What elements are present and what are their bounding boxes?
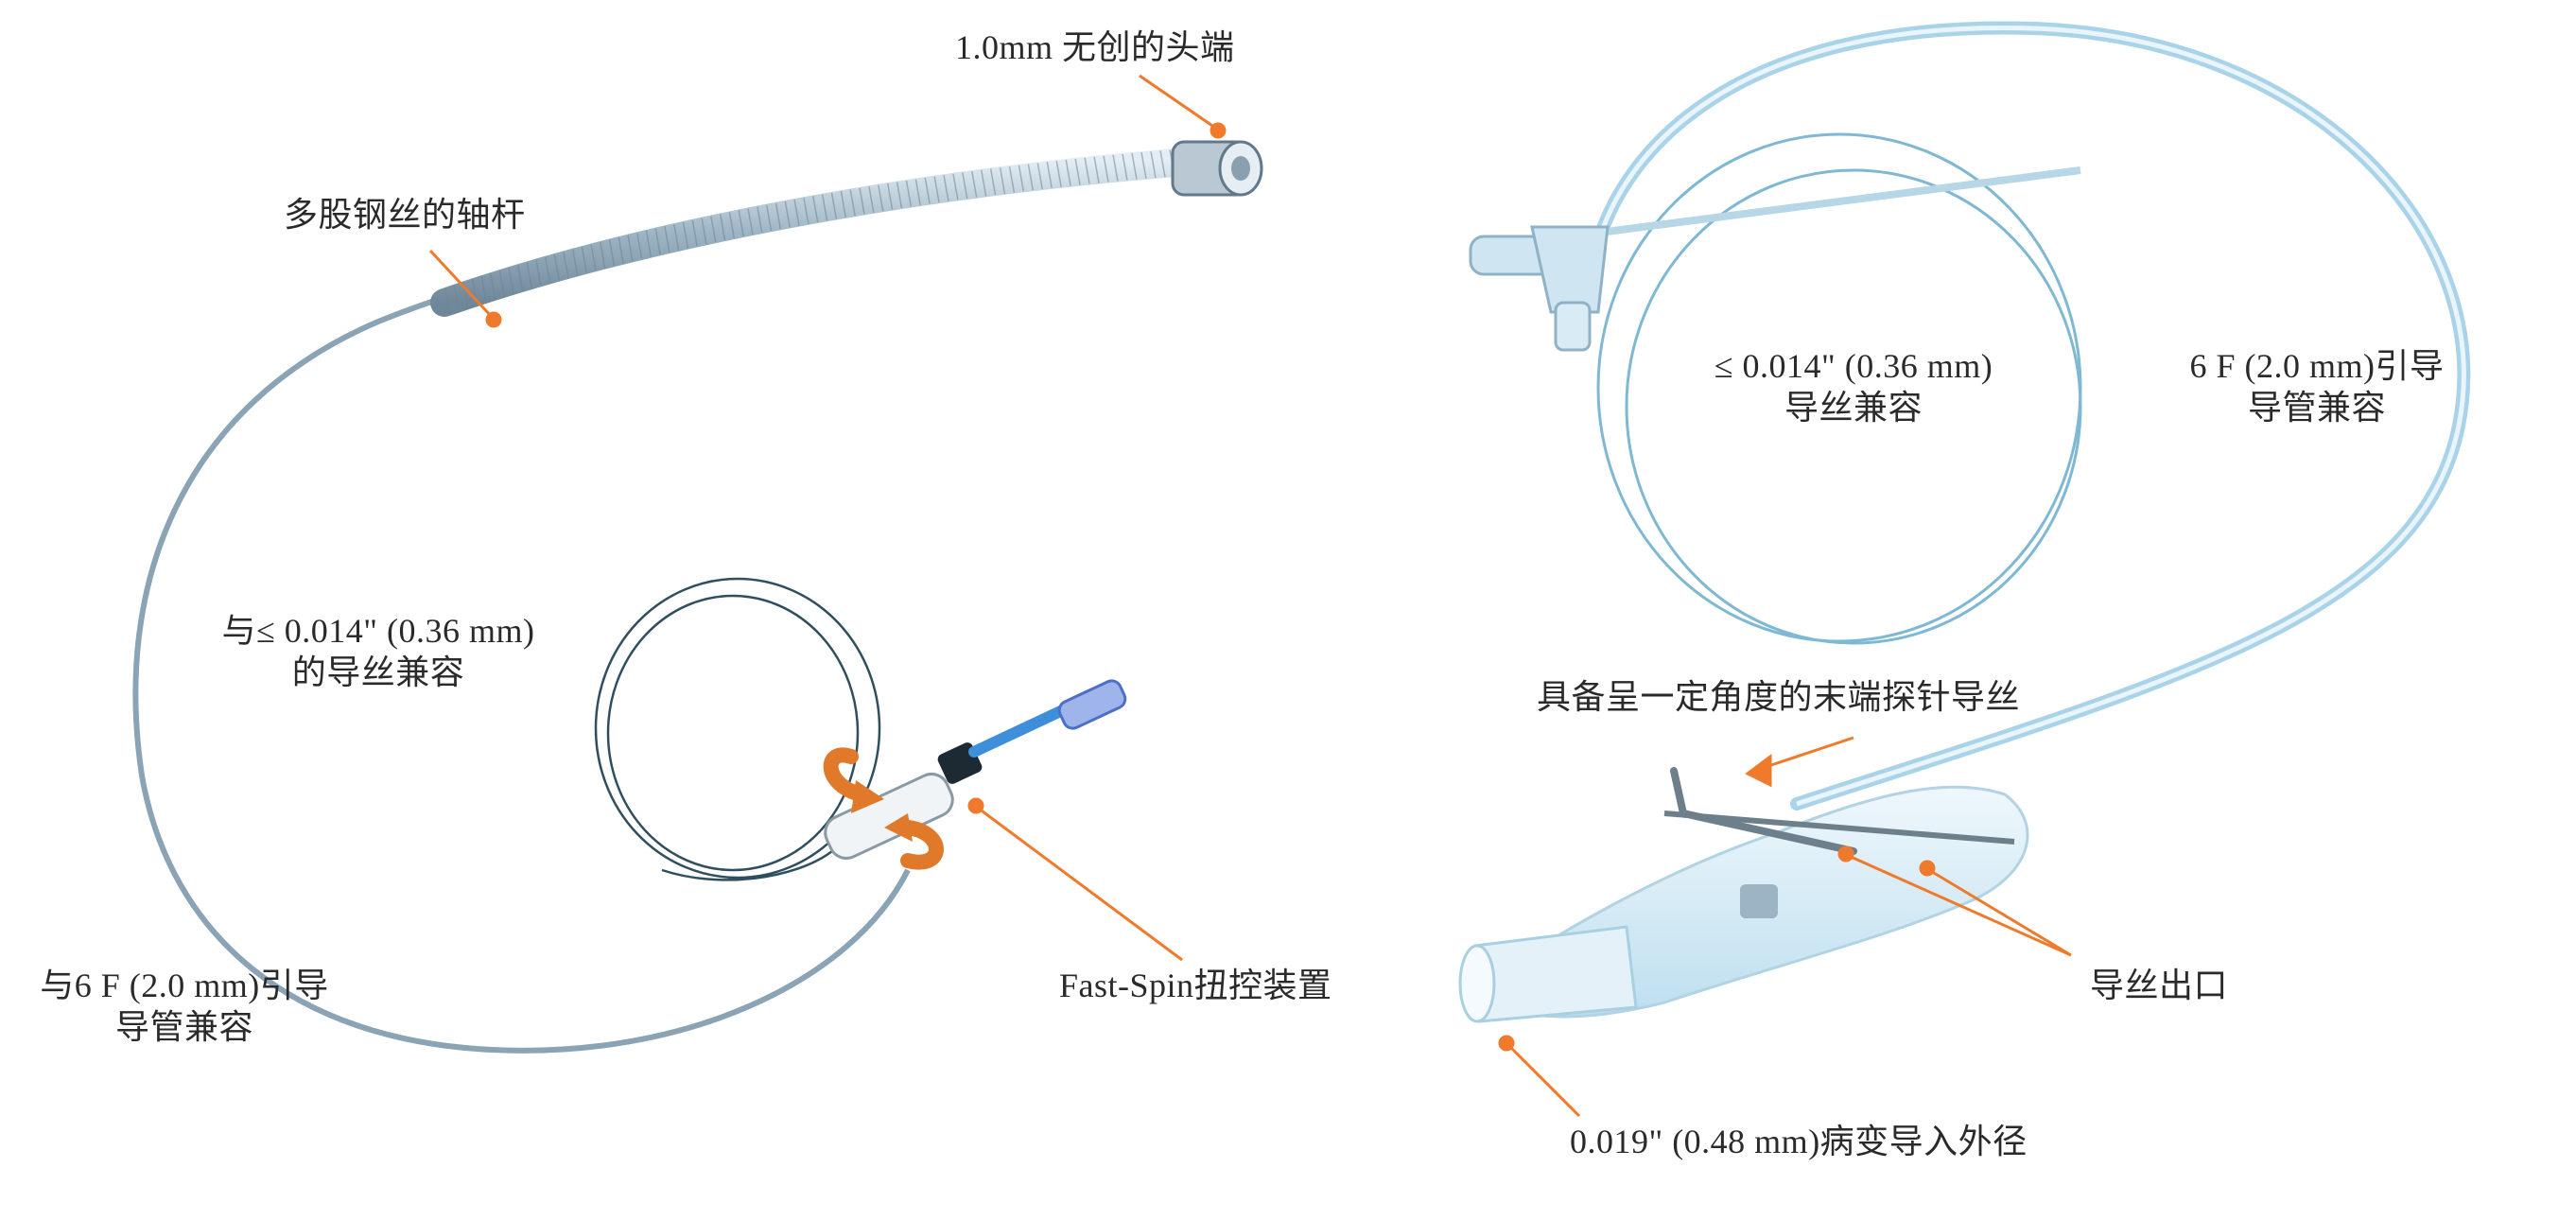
right-device <box>1458 21 2471 1023</box>
shaft-loop <box>132 163 1202 1054</box>
leader-lines <box>428 74 2072 1118</box>
atraumatic-tip <box>1171 140 1263 197</box>
probe-wire <box>1670 767 1857 855</box>
catheter-compat-line-2: 导管兼容 <box>114 1008 253 1046</box>
probe-wire-label: 具备呈一定角度的末端探针导丝 <box>1537 678 2021 716</box>
catheter-compat-line-1: 6 F (2.0 mm)引导 <box>2189 347 2445 385</box>
wire-compat-line-2: 导丝兼容 <box>1784 389 1923 427</box>
wire-compat-label-right: ≤ 0.014" (0.36 mm) 导丝兼容 <box>1702 345 2005 428</box>
wire-compat-line-1: ≤ 0.014" (0.36 mm) <box>1714 347 1993 385</box>
guidewire-coil <box>594 577 881 881</box>
fast-spin-handle <box>823 679 1127 870</box>
left-device <box>132 140 1263 1054</box>
wire-compat-line-1: 与≤ 0.014" (0.36 mm) <box>221 612 535 650</box>
catheter-compat-line-2: 导管兼容 <box>2247 389 2386 427</box>
inner-wire-loop <box>1596 132 2082 645</box>
wire-compat-line-2: 的导丝兼容 <box>291 654 465 691</box>
hub-connector <box>1469 166 2081 352</box>
shaft-label: 多股钢丝的轴杆 <box>284 196 526 234</box>
fast-spin-label: Fast-Spin扭控装置 <box>1059 967 1332 1004</box>
catheter-compat-label-right: 6 F (2.0 mm)引导 导管兼容 <box>2175 345 2459 428</box>
wire-exit-label: 导丝出口 <box>2090 967 2229 1004</box>
delivery-bulb <box>1458 785 2029 1023</box>
lesion-od-label: 0.019" (0.48 mm)病变导入外径 <box>1570 1123 2028 1160</box>
wire-compat-label-left: 与≤ 0.014" (0.36 mm) 的导丝兼容 <box>199 610 558 693</box>
catheter-compat-label-left: 与6 F (2.0 mm)引导 导管兼容 <box>14 965 355 1048</box>
tip-label: 1.0mm 无创的头端 <box>955 28 1235 66</box>
catheter-compat-line-1: 与6 F (2.0 mm)引导 <box>40 967 329 1004</box>
